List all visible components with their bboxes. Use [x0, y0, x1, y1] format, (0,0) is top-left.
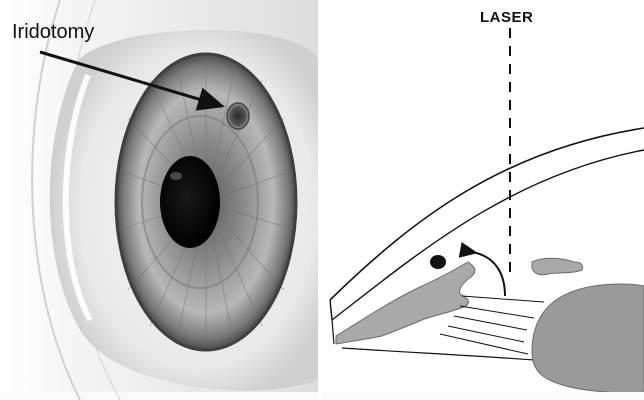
aqueous-flow-arrow: [458, 241, 506, 297]
anterior-chamber-cross-section: LASER: [322, 0, 644, 400]
peripheral-iris: [335, 261, 476, 345]
laser-label: LASER: [480, 9, 533, 26]
eye-illustration: Iridotomy: [0, 0, 318, 400]
iridotomy-pointer-arrow: [39, 50, 225, 111]
angle-dot: [430, 255, 446, 269]
cornea-outer: [329, 127, 644, 301]
zonule-fibers: [439, 295, 545, 355]
eye-illustration-panel: Iridotomy: [0, 0, 318, 400]
central-iris: [531, 257, 583, 276]
iridotomy-hole: [226, 102, 250, 130]
cornea-inner: [331, 149, 644, 321]
iridotomy-label: Iridotomy: [12, 21, 94, 43]
laser-cross-section-panel: LASER: [322, 0, 644, 400]
